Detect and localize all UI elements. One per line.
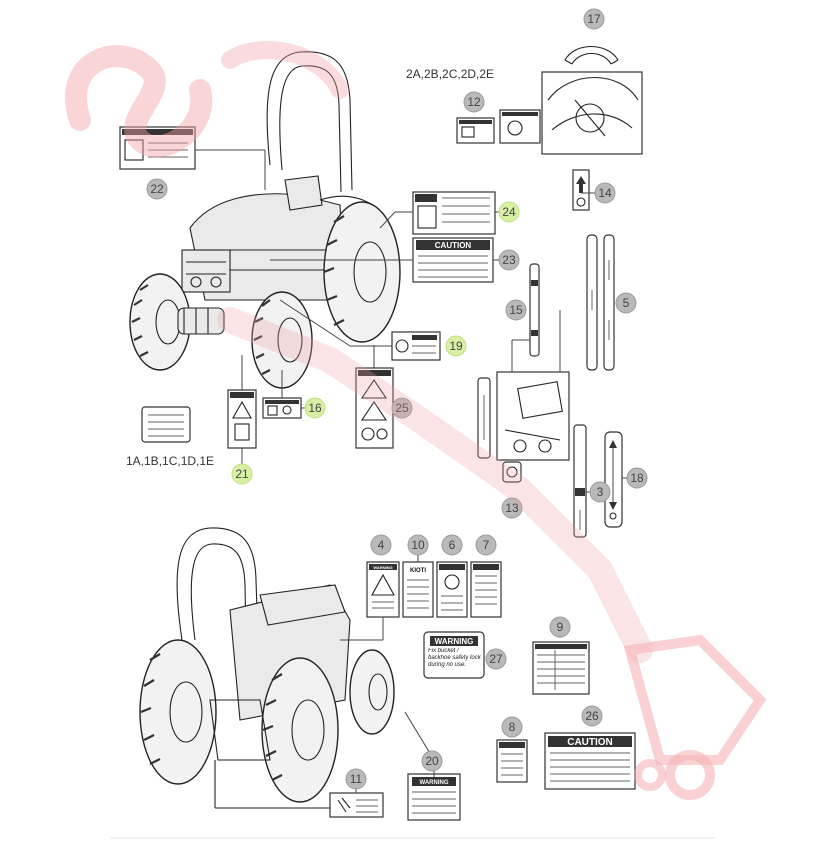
leader-lines	[195, 149, 628, 793]
decal-24	[412, 191, 496, 235]
callout-17-label: 17	[587, 12, 601, 26]
decal-20-warning-text: WARNING	[420, 780, 449, 786]
decal-1	[141, 406, 191, 443]
group-label-decal-2: 2A,2B,2C,2D,2E	[406, 67, 494, 81]
callout-12: 12	[463, 91, 485, 113]
callout-27: 27	[485, 648, 507, 670]
callout-15-label: 15	[509, 303, 523, 317]
callout-7: 7	[475, 534, 497, 556]
decal-8	[496, 739, 528, 783]
callout-8: 8	[501, 716, 523, 738]
decal-4-warning-text: WARNING	[373, 565, 392, 570]
callout-16-label: 16	[308, 401, 322, 415]
callout-6: 6	[441, 534, 463, 556]
decal-7	[470, 561, 502, 618]
callout-3-label: 3	[597, 485, 604, 499]
callout-7-label: 7	[483, 538, 490, 552]
decal-27-body: Fix bucket / backhoe safety lock during …	[428, 648, 481, 668]
callout-4-label: 4	[378, 538, 385, 552]
callout-16: 16	[304, 397, 326, 419]
decal-26: CAUTION	[544, 732, 636, 790]
tractor-bottom-illustration	[139, 527, 395, 809]
callout-3: 3	[589, 481, 611, 503]
callout-19: 19	[445, 335, 467, 357]
decal-22	[119, 126, 196, 170]
callout-11: 11	[345, 768, 367, 790]
callout-17: 17	[583, 8, 605, 30]
decal-23-caution-text: CAUTION	[435, 241, 472, 250]
callout-10: 10	[407, 534, 429, 556]
watermark-logo	[65, 41, 767, 800]
decal-27-body-text: Fix bucket / backhoe safety lock during …	[428, 648, 481, 668]
callout-24-label: 24	[502, 205, 516, 219]
decal-26-caution-text: CAUTION	[567, 737, 613, 748]
decal-16	[262, 397, 302, 419]
decal-21	[227, 389, 257, 449]
decal-6	[436, 561, 468, 618]
callout-10-label: 10	[411, 538, 425, 552]
decal-9	[532, 641, 590, 695]
decal-23: CAUTION	[412, 237, 494, 283]
callout-23-label: 23	[502, 253, 516, 267]
callout-22-label: 22	[150, 182, 164, 196]
callout-25: 25	[391, 397, 413, 419]
callout-9: 9	[549, 616, 571, 638]
callout-24: 24	[498, 201, 520, 223]
decal-25	[355, 367, 394, 449]
callout-25-label: 25	[395, 401, 409, 415]
callout-14-label: 14	[598, 186, 612, 200]
callout-15: 15	[505, 299, 527, 321]
callout-5-label: 5	[623, 296, 630, 310]
decal-12	[456, 109, 541, 144]
callout-26: 26	[581, 705, 603, 727]
callout-23: 23	[498, 249, 520, 271]
callout-18: 18	[626, 467, 648, 489]
decal-10: KIOTI	[402, 561, 434, 618]
decal-20: WARNING	[407, 773, 461, 821]
decal-4: WARNING	[366, 561, 400, 618]
decal-11	[329, 792, 384, 818]
decal-3	[573, 424, 587, 538]
callout-21: 21	[231, 463, 253, 485]
decal-10-kioti-text: KIOTI	[410, 568, 426, 574]
callout-21-label: 21	[235, 467, 249, 481]
callout-6-label: 6	[449, 538, 456, 552]
group-label-decal-1: 1A,1B,1C,1D,1E	[126, 454, 214, 468]
dashboard-detail-illustration	[541, 46, 643, 155]
decal-27: WARNING Fix bucket / backhoe safety lock…	[423, 631, 485, 679]
decal-19	[391, 331, 441, 361]
decal-5	[586, 234, 615, 371]
panel-detail-illustration	[477, 310, 570, 461]
callout-20: 20	[421, 750, 443, 772]
decal-27-warning-text: WARNING	[435, 637, 474, 646]
decal-14	[572, 169, 590, 211]
callout-26-label: 26	[585, 709, 599, 723]
decal-15	[529, 263, 540, 357]
callout-20-label: 20	[425, 754, 439, 768]
callout-13: 13	[501, 497, 523, 519]
callout-8-label: 8	[509, 720, 516, 734]
decal-13	[502, 461, 522, 483]
callout-9-label: 9	[557, 620, 564, 634]
decal-18	[604, 431, 623, 528]
callout-5: 5	[615, 292, 637, 314]
callout-14: 14	[594, 182, 616, 204]
callout-4: 4	[370, 534, 392, 556]
callout-18-label: 18	[630, 471, 644, 485]
callout-13-label: 13	[505, 501, 519, 515]
callout-22: 22	[146, 178, 168, 200]
tractor-top-illustration	[129, 51, 401, 389]
callout-27-label: 27	[489, 652, 503, 666]
callout-11-label: 11	[350, 772, 363, 786]
callout-19-label: 19	[449, 339, 463, 353]
callout-12-label: 12	[467, 95, 481, 109]
